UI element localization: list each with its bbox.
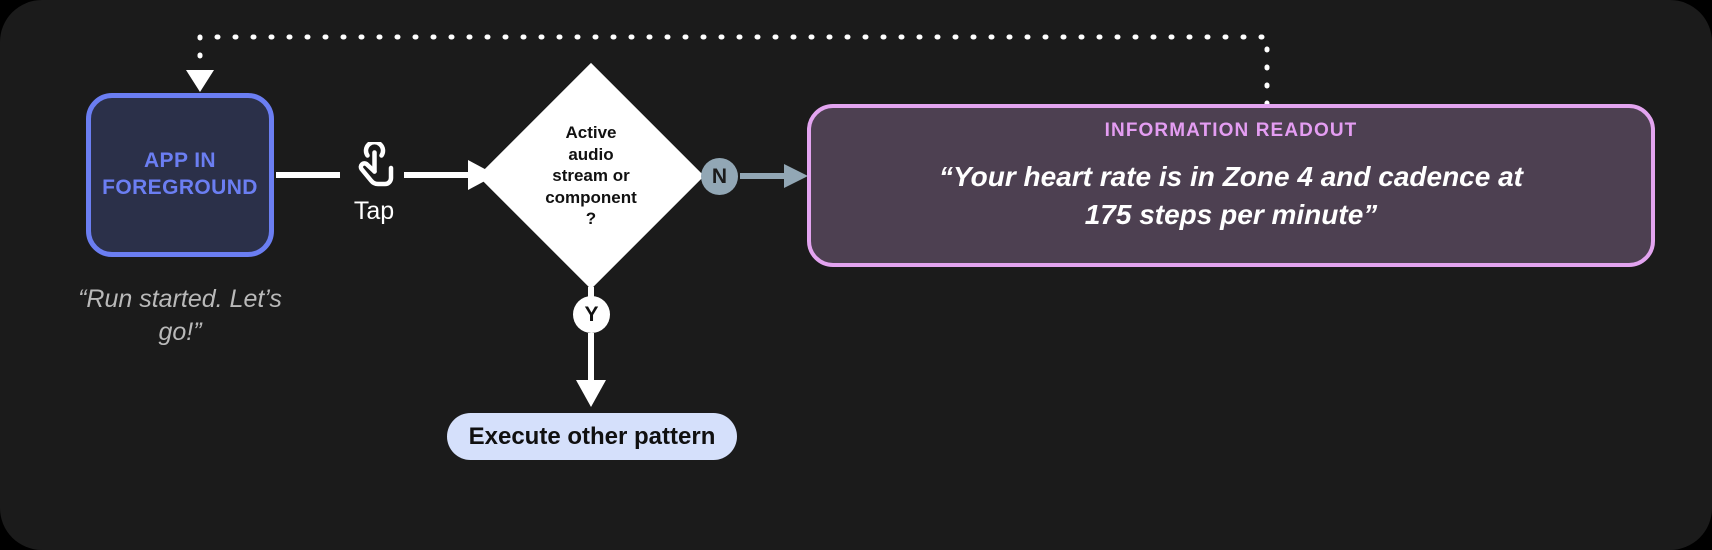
information-readout-body: “Your heart rate is in Zone 4 and cadenc… xyxy=(938,161,1524,230)
decision-label: Active audio stream or component ? xyxy=(545,123,637,229)
tap-hand-icon xyxy=(358,139,394,187)
app-voice-caption: “Run started. Let’s go!” xyxy=(78,285,282,346)
feedback-loop-dotted-path xyxy=(186,34,1270,107)
information-readout-title: INFORMATION READOUT xyxy=(1104,120,1358,141)
node-information-readout[interactable]: INFORMATION READOUT “Your heart rate is … xyxy=(807,104,1655,267)
node-decision-audio-stream[interactable]: Active audio stream or component ? xyxy=(477,62,705,290)
tap-gesture-label: Tap xyxy=(353,197,395,225)
node-app-in-foreground[interactable]: APP IN FOREGROUND xyxy=(86,93,274,257)
feedback-arrowhead xyxy=(186,70,214,92)
badge-yes: Y xyxy=(573,296,610,333)
execute-other-pattern-label: Execute other pattern xyxy=(468,422,716,450)
connector-yes-to-execute xyxy=(576,333,606,407)
app-in-foreground-label: APP IN FOREGROUND xyxy=(102,149,258,199)
tap-gesture-group: Tap xyxy=(336,139,412,226)
badge-yes-label: Y xyxy=(584,302,599,326)
node-execute-other-pattern[interactable]: Execute other pattern xyxy=(447,413,737,460)
connector-no-to-readout xyxy=(740,164,808,188)
badge-no-label: N xyxy=(711,164,728,188)
badge-no: N xyxy=(701,158,738,195)
